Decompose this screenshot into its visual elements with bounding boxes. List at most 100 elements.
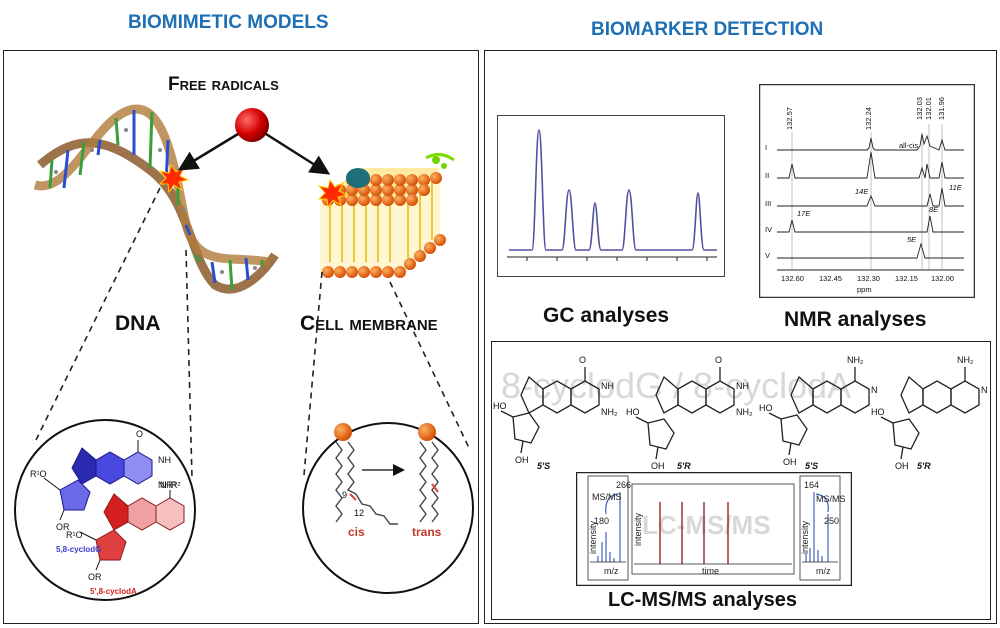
left-inset-x-label: m/z: [604, 566, 619, 576]
nmr-annotation-17e: 17E: [797, 209, 811, 218]
left-inset-fragment-ion: 180: [594, 516, 609, 526]
nmr-x-tick-3: 132.30: [857, 274, 880, 283]
nmr-x-tick-2: 132.45: [819, 274, 842, 283]
left-inset-y-label: intensity: [588, 520, 598, 554]
structure-4-ho: HO: [871, 407, 885, 417]
trans-label: trans: [412, 525, 442, 539]
cis-label: cis: [348, 525, 365, 539]
nmr-x-tick-1: 132.60: [781, 274, 804, 283]
left-inset-parent-ion: 266: [616, 480, 631, 490]
nmr-analyses-label: NMR analyses: [784, 308, 927, 331]
cis-carbon-9: 9: [342, 490, 347, 500]
membrane-zoom-line-left: [303, 271, 323, 476]
cycloda-structure: [79, 490, 185, 571]
membrane-zoom-circle: [302, 422, 474, 594]
structure-4-n: N: [981, 385, 988, 395]
biomimetic-models-panel: [3, 50, 479, 624]
cyclodg-o: O: [136, 429, 143, 439]
cis-lipid-head-icon: [334, 423, 352, 441]
right-inset-fragment-ion: 250: [824, 516, 839, 526]
structure-4-oh: OH: [895, 461, 909, 471]
left-inset-mode: MS/MS: [592, 492, 622, 502]
cis-carbon-12: 12: [354, 508, 364, 518]
lcms-region: [491, 341, 991, 620]
nmr-spectra: 132.57 132.24 132.03 132.01 131.96 all-c…: [759, 84, 975, 298]
free-radical-sphere-icon: [235, 108, 269, 142]
structure-3-nh2: NH₂: [847, 355, 864, 365]
dna-helix: [33, 104, 279, 294]
arrow-to-membrane: [265, 132, 331, 175]
structure-3-ho: HO: [759, 403, 773, 413]
nmr-peak-label-3: 132.03: [915, 97, 924, 120]
structure-1-o: O: [579, 355, 586, 365]
free-radicals-label: Free radicals: [168, 74, 279, 95]
dna-zoom-line-left: [35, 187, 161, 441]
structure-1-ho: HO: [493, 401, 507, 411]
lcms-chromatogram-group: MS/MS 266 180 intensity m/z LC-MS/MS int…: [576, 472, 852, 586]
nmr-row-1: I: [765, 143, 767, 152]
nmr-x-tick-4: 132.15: [895, 274, 918, 283]
cyclodg-or: OR: [56, 522, 70, 532]
structure-3-oh: OH: [783, 457, 797, 467]
nmr-row-2: II: [765, 171, 769, 180]
trans-lipid-head-icon: [418, 423, 436, 441]
cyclodg-r1o: R¹O: [30, 469, 47, 479]
cyclodg-label: 5,8-cyclodG: [56, 545, 101, 554]
cyclodg-nh: NH: [158, 455, 171, 465]
nmr-row-5: V: [765, 251, 770, 260]
structure-1-nh2: NH₂: [601, 407, 618, 417]
structure-2-stereo: 5'R: [677, 461, 691, 471]
lcms-watermark: LC-MS/MS: [642, 510, 771, 540]
nmr-all-cis-label: all-cis: [899, 141, 918, 150]
cyclodg-structure: [43, 440, 153, 521]
structure-1-stereo: 5'S: [537, 461, 550, 471]
cycloda-nhr2: NHR²: [158, 480, 181, 490]
structure-3-n: N: [871, 385, 878, 395]
cell-membrane-label: Cell membrane: [300, 312, 438, 335]
nmr-peak-label-5: 131.96: [937, 97, 946, 120]
cyclodg-nr2: NR²: [160, 480, 176, 490]
gc-chromatogram: [497, 115, 725, 277]
cycloda-r1o: R¹O: [66, 530, 83, 540]
cycloda-label: 5',8-cyclodA: [90, 587, 137, 596]
gc-analyses-label: GC analyses: [543, 304, 670, 327]
nmr-annotation-11e: 11E: [949, 183, 963, 192]
structure-2-o: O: [715, 355, 722, 365]
dna-label: DNA: [115, 312, 161, 335]
dna-damage-burst-icon: [158, 163, 190, 194]
dna-zoom-line-right: [185, 249, 193, 479]
nmr-annotation-8e: 8E: [929, 205, 939, 214]
structure-2-nh: NH: [736, 381, 749, 391]
structure-4-nh2: NH₂: [957, 355, 974, 365]
cycloda-or: OR: [88, 572, 102, 582]
main-y-label: intensity: [633, 512, 643, 546]
structure-2-oh: OH: [651, 461, 665, 471]
structure-1-oh: OH: [515, 455, 529, 465]
cell-membrane-block: [320, 153, 455, 278]
biomimetic-models-heading: BIOMIMETIC MODELS: [128, 12, 329, 33]
arrow-to-dna: [177, 132, 239, 171]
structure-4-stereo: 5'R: [917, 461, 931, 471]
nmr-peak-label-4: 132.01: [924, 97, 933, 120]
right-inset-x-label: m/z: [816, 566, 831, 576]
biomarker-detection-panel: [484, 50, 997, 624]
right-inset-parent-ion: 164: [804, 480, 819, 490]
ghost-text: 8-cyclodG / 8-cyclodA: [501, 365, 851, 406]
structure-3-stereo: 5'S: [805, 461, 818, 471]
structure-2-ho: HO: [626, 407, 640, 417]
lcms-analyses-label: LC-MS/MS analyses: [608, 589, 797, 611]
main-x-label: time: [702, 566, 719, 576]
cyclonucleoside-structures: 8-cyclodG / 8-cyclodA O NH NH₂ HO OH O N…: [493, 355, 988, 471]
nmr-peak-label-1: 132.57: [785, 107, 794, 130]
membrane-damage-burst-icon: [317, 178, 349, 209]
nmr-row-4: IV: [765, 225, 772, 234]
membrane-zoom-line-right: [389, 281, 471, 451]
nmr-x-unit: ppm: [857, 285, 872, 294]
nmr-row-3: III: [765, 199, 771, 208]
nmr-annotation-5e: 5E: [907, 235, 917, 244]
nmr-annotation-14e: 14E: [855, 187, 869, 196]
right-inset-y-label: intensity: [800, 520, 810, 554]
right-inset-mode: MS/MS: [816, 494, 846, 504]
nmr-x-tick-5: 132.00: [931, 274, 954, 283]
nmr-peak-label-2: 132.24: [864, 107, 873, 130]
